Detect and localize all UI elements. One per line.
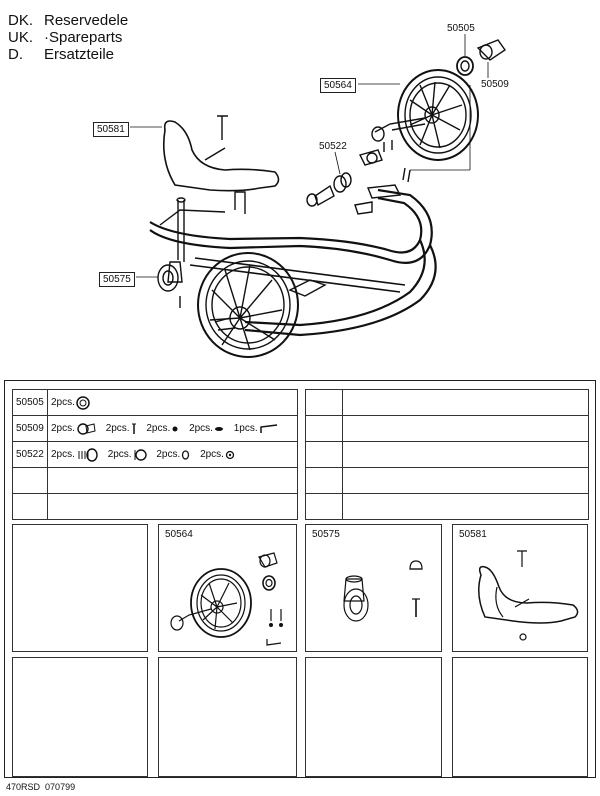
part-number: 50509: [12, 415, 48, 442]
kit-cell-empty: [452, 657, 588, 777]
callout-50575: 50575: [99, 272, 135, 287]
qty-item: 2pcs.: [189, 423, 224, 434]
part-number: 50505: [12, 389, 48, 416]
table-row: [305, 441, 589, 468]
qty-item: 2pcs.: [200, 449, 235, 460]
exploded-view-diagram: [149, 39, 506, 358]
kit-cell-empty: [305, 657, 442, 777]
qty-item: 2pcs.: [51, 422, 96, 436]
hex-key-icon: [259, 423, 277, 433]
washer-icon: [214, 426, 223, 431]
small-ring-icon: [182, 449, 190, 460]
table-row: 50509 2pcs. 2pcs. 2pcs. 2pcs. 1pcs.: [12, 415, 298, 442]
table-row: 50505 2pcs.: [12, 389, 298, 416]
parts-table-left: 50505 2pcs. 50509 2pcs. 2pcs. 2pcs. 2pcs…: [12, 389, 298, 520]
kit-label: 50581: [459, 529, 487, 540]
qty-item: 2pcs.: [106, 423, 137, 435]
bushing-icon: [134, 448, 147, 461]
qty-item: 1pcs.: [234, 423, 279, 434]
qty-item: 2pcs.: [156, 449, 190, 460]
qty-item: 2pcs.: [146, 423, 179, 434]
pin-icon: [131, 423, 136, 434]
qty-item: 2pcs.: [51, 447, 98, 462]
callout-50509: 50509: [478, 78, 512, 91]
callout-50564: 50564: [320, 78, 356, 93]
spring-bushing-icon: [78, 447, 98, 462]
bracket-clamp-icon: [77, 422, 96, 435]
header-line-d: D.Ersatzteile: [8, 46, 115, 63]
kit-cell-50575: 50575: [305, 524, 442, 652]
kit-cell-50564: 50564: [158, 524, 297, 652]
seat-kit-illustration: [478, 550, 579, 641]
document-footer: 470RSD 070799: [6, 782, 76, 792]
bearing-ring-icon: [76, 395, 90, 410]
header-line-dk: DK.Reservedele: [8, 12, 129, 29]
part-contents: 2pcs. 2pcs. 2pcs. 2pcs. 1pcs.: [47, 415, 298, 442]
callout-50522: 50522: [316, 140, 350, 153]
caster-kit-illustration: [343, 560, 423, 622]
qty-item: 2pcs.: [108, 448, 147, 461]
table-row: 50522 2pcs. 2pcs. 2pcs. 2pcs.: [12, 441, 298, 468]
part-number: 50522: [12, 441, 48, 468]
callout-50581: 50581: [93, 122, 129, 137]
table-row: [305, 415, 589, 442]
kit-cell-empty: [12, 657, 148, 777]
kit-cell-50581: 50581: [452, 524, 588, 652]
kit-label: 50564: [165, 529, 193, 540]
qty-item: 2pcs.: [51, 395, 90, 410]
callout-50505: 50505: [444, 22, 478, 35]
kit-cell-empty: [12, 524, 148, 652]
table-row: [12, 467, 298, 494]
small-nut-icon: [225, 450, 235, 459]
table-row: [12, 493, 298, 520]
part-contents: 2pcs. 2pcs. 2pcs. 2pcs.: [47, 441, 298, 468]
kit-label: 50575: [312, 529, 340, 540]
header-line-uk: UK.·Spareparts: [8, 29, 123, 46]
table-row: [305, 493, 589, 520]
parts-section: [4, 380, 596, 778]
table-row: [305, 389, 589, 416]
parts-table-right: [305, 389, 589, 520]
nut-icon: [172, 426, 178, 431]
wheel-kit-illustration: [170, 552, 283, 646]
part-contents: 2pcs.: [47, 389, 298, 416]
table-row: [305, 467, 589, 494]
kit-cell-empty: [158, 657, 297, 777]
